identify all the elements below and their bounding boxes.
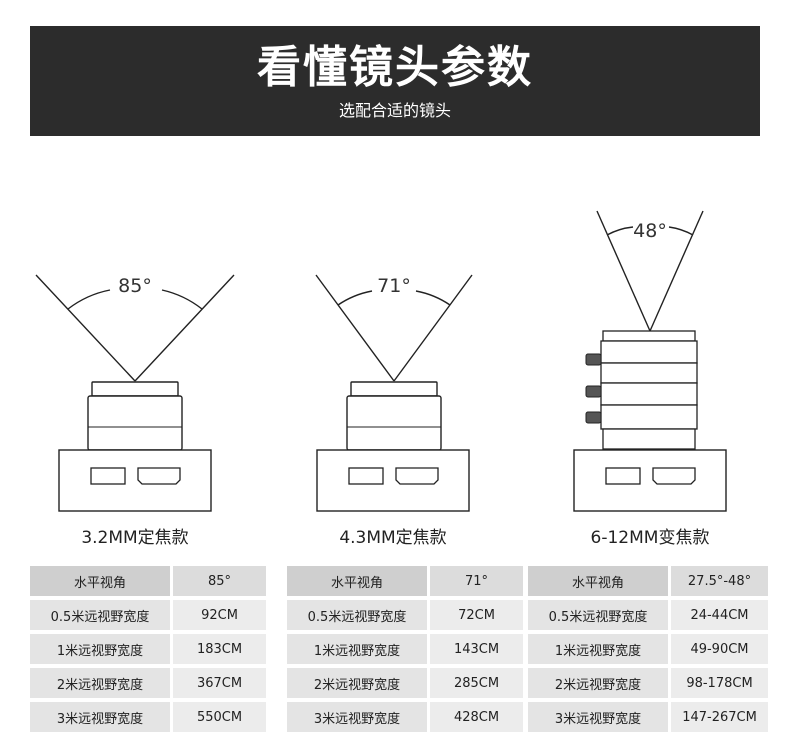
spec-label: 2米远视野宽度 (528, 668, 668, 698)
spec-label: 0.5米远视野宽度 (30, 600, 170, 630)
spec-value: 24-44CM (668, 600, 768, 630)
spec-value: 428CM (427, 702, 523, 732)
spec-value: 71° (427, 566, 523, 596)
lens-name: 3.2MM定焦款 (81, 528, 189, 548)
lens-6-12mm-illustration: 48° (535, 195, 765, 525)
spec-label: 水平视角 (528, 566, 668, 596)
spec-value: 72CM (427, 600, 523, 630)
view-angle-label: 85° (118, 275, 152, 297)
spec-label: 3米远视野宽度 (30, 702, 170, 732)
lens-4-3mm-illustration: 71° (278, 195, 508, 525)
spec-label: 水平视角 (287, 566, 427, 596)
view-angle-label: 48° (633, 220, 667, 242)
spec-label: 2米远视野宽度 (287, 668, 427, 698)
fixed-lens-icon (315, 274, 473, 512)
spec-value: 143CM (427, 634, 523, 664)
spec-label: 1米远视野宽度 (287, 634, 427, 664)
page-subtitle: 选配合适的镜头 (338, 101, 451, 120)
spec-value: 49-90CM (668, 634, 768, 664)
spec-value: 98-178CM (668, 668, 768, 698)
spec-label: 3米远视野宽度 (528, 702, 668, 732)
spec-label: 水平视角 (30, 566, 170, 596)
header-banner: 看懂镜头参数 选配合适的镜头 (30, 26, 760, 136)
lens-name: 4.3MM定焦款 (339, 528, 447, 548)
spec-label: 0.5米远视野宽度 (528, 600, 668, 630)
view-angle-label: 71° (377, 275, 411, 297)
spec-value: 550CM (170, 702, 266, 732)
lens-3-2mm-illustration: 85° (20, 195, 250, 525)
page-title: 看懂镜头参数 (257, 42, 533, 93)
spec-value: 27.5°-48° (668, 566, 768, 596)
spec-value: 147-267CM (668, 702, 768, 732)
fixed-lens-icon (35, 274, 235, 512)
spec-label: 2米远视野宽度 (30, 668, 170, 698)
spec-value: 183CM (170, 634, 266, 664)
spec-label: 1米远视野宽度 (30, 634, 170, 664)
spec-value: 285CM (427, 668, 523, 698)
spec-label: 3米远视野宽度 (287, 702, 427, 732)
spec-value: 85° (170, 566, 266, 596)
spec-value: 92CM (170, 600, 266, 630)
spec-label: 1米远视野宽度 (528, 634, 668, 664)
lens-name: 6-12MM变焦款 (590, 528, 710, 548)
spec-value: 367CM (170, 668, 266, 698)
spec-label: 0.5米远视野宽度 (287, 600, 427, 630)
zoom-lens-icon (573, 210, 727, 512)
